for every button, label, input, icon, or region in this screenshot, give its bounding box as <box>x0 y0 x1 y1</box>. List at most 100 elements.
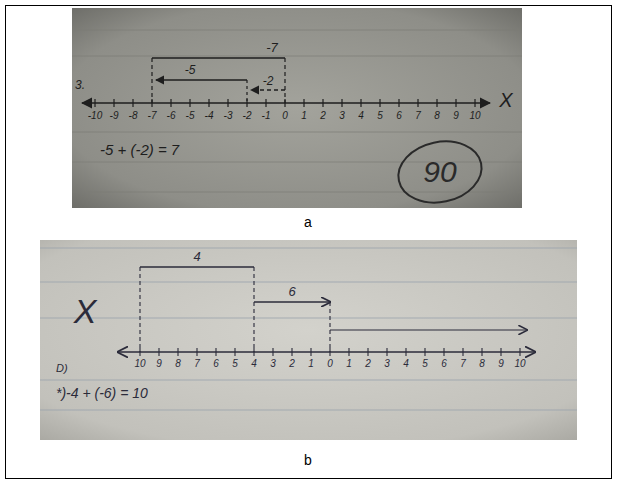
grade-circle <box>393 134 488 210</box>
axis-tick <box>303 99 304 107</box>
segment-label: 4 <box>193 250 200 265</box>
wrong-mark: X <box>74 292 97 331</box>
axis-number: 10 <box>514 358 525 370</box>
axis-number: 4 <box>358 110 364 122</box>
axis-tick <box>158 348 159 356</box>
outer-frame <box>6 6 612 479</box>
axis-tick <box>379 99 380 107</box>
axis-number: -3 <box>224 110 233 122</box>
axis-tick <box>405 348 406 356</box>
axis-number: 2 <box>365 358 371 370</box>
panel-caption: a <box>304 214 312 230</box>
equation: *)-4 + (-6) = 10 <box>56 385 148 401</box>
jump-arrow <box>254 301 330 302</box>
axis-tick <box>208 99 209 107</box>
axis-number: 9 <box>156 358 162 370</box>
bracket-line <box>140 266 254 267</box>
axis-tick <box>341 99 342 107</box>
equation: -5 + (-2) = 7 <box>100 141 179 158</box>
axis-number: 1 <box>346 358 352 370</box>
axis-number: 0 <box>327 358 333 370</box>
axis-number: 3 <box>384 358 390 370</box>
axis-tick <box>462 348 463 356</box>
axis-tick <box>417 99 418 107</box>
ruled-lines <box>40 248 577 410</box>
dashed-guide <box>253 267 254 352</box>
axis-tick <box>310 348 311 356</box>
axis-tick <box>424 348 425 356</box>
dashed-guide <box>329 302 330 352</box>
axis-number: 6 <box>441 358 447 370</box>
axis-number: 2 <box>320 110 326 122</box>
axis-number: 4 <box>403 358 409 370</box>
direction-arrow <box>330 329 527 330</box>
axis-number: 9 <box>498 358 504 370</box>
jump-arrow <box>251 89 285 90</box>
photo-background <box>40 240 577 440</box>
number-line-b <box>118 267 535 356</box>
axis-tick <box>322 99 323 107</box>
axis-tick <box>291 348 292 356</box>
axis-number: 7 <box>415 110 421 122</box>
number-line-a <box>82 58 490 210</box>
panel-caption: b <box>304 452 312 468</box>
axis-tick <box>500 348 501 356</box>
axis-tick <box>189 99 190 107</box>
axis-number: 2 <box>289 358 295 370</box>
axis-number: -1 <box>262 110 271 122</box>
axis-number: 8 <box>175 358 181 370</box>
axis-line <box>118 351 535 352</box>
segment-label: 6 <box>288 285 295 300</box>
axis-tick <box>398 99 399 107</box>
axis-number: -7 <box>148 110 157 122</box>
axis-number: 6 <box>213 358 219 370</box>
ruled-lines <box>72 30 522 192</box>
bracket-line <box>152 57 285 58</box>
dashed-guide <box>139 267 140 352</box>
axis-number: 5 <box>232 358 238 370</box>
segment-label: -5 <box>185 64 196 78</box>
axis-tick <box>265 99 266 107</box>
axis-number: -2 <box>243 110 252 122</box>
axis-number: -8 <box>129 110 138 122</box>
axis-number: 5 <box>377 110 383 122</box>
axis-line <box>82 102 490 104</box>
segment-label: -7 <box>266 41 278 56</box>
axis-number: -6 <box>167 110 176 122</box>
axis-tick <box>348 348 349 356</box>
dashed-guide <box>246 80 247 103</box>
axis-number: 5 <box>422 358 428 370</box>
axis-number: 8 <box>479 358 485 370</box>
axis-tick <box>474 99 475 107</box>
axis-number: 0 <box>282 110 288 122</box>
axis-number: -5 <box>186 110 195 122</box>
axis-number: -10 <box>88 110 102 122</box>
axis-number: 7 <box>460 358 466 370</box>
axis-number: 1 <box>301 110 307 122</box>
axis-tick <box>519 348 520 356</box>
photo-background <box>72 8 522 208</box>
jump-arrow <box>156 79 247 80</box>
axis-tick <box>481 348 482 356</box>
segment-label: -2 <box>263 75 274 89</box>
axis-number: 10 <box>134 358 145 370</box>
axis-tick <box>367 348 368 356</box>
axis-tick <box>196 348 197 356</box>
axis-number: -9 <box>110 110 119 122</box>
axis-tick <box>94 99 95 107</box>
axis-tick <box>436 99 437 107</box>
axis-tick <box>113 99 114 107</box>
grade: 90 <box>423 155 456 190</box>
axis-number: 6 <box>396 110 402 122</box>
axis-tick <box>455 99 456 107</box>
axis-tick <box>170 99 171 107</box>
axis-tick <box>215 348 216 356</box>
axis-tick <box>227 99 228 107</box>
axis-number: 8 <box>434 110 440 122</box>
axis-number: 10 <box>469 110 480 122</box>
axis-number: 7 <box>194 358 200 370</box>
dashed-guide <box>284 58 285 103</box>
axis-tick <box>386 348 387 356</box>
axis-tick <box>177 348 178 356</box>
